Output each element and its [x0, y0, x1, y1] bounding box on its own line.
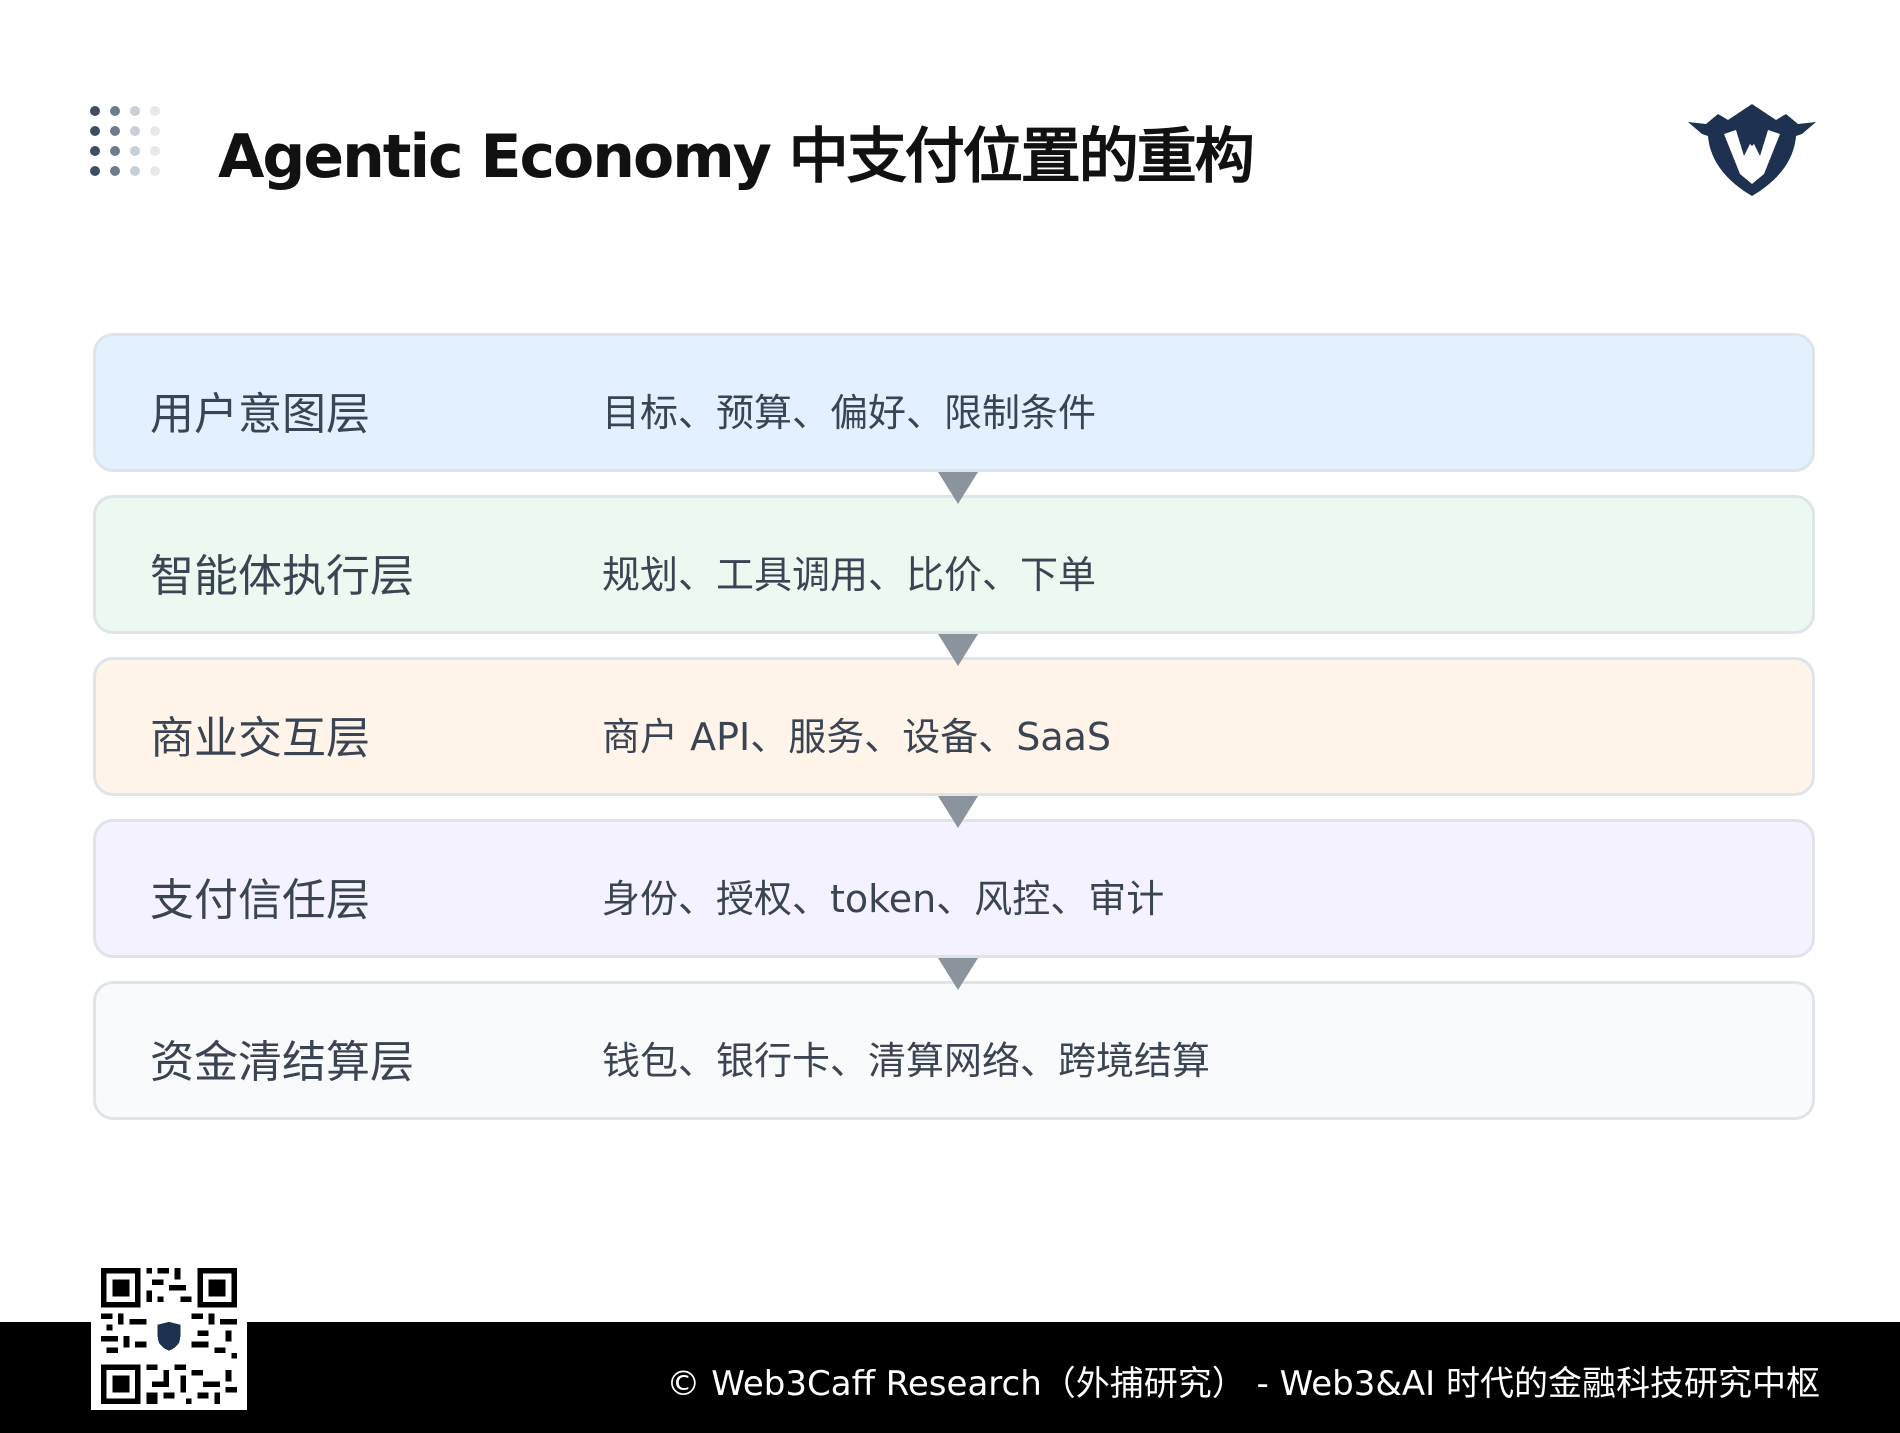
qr-code	[91, 1262, 247, 1410]
layer-payment-trust: 支付信任层 身份、授权、token、风控、审计	[93, 819, 1815, 990]
down-arrow-icon	[938, 796, 978, 828]
footer-copyright: © Web3Caff Research（外捕研究） - Web3&AI 时代的金…	[666, 1364, 1820, 1404]
layer-user-intent: 用户意图层 目标、预算、偏好、限制条件	[93, 333, 1815, 504]
down-arrow-icon	[938, 958, 978, 990]
layer-settlement: 资金清结算层 钱包、银行卡、清算网络、跨境结算	[93, 981, 1815, 1120]
layer-items: 身份、授权、token、风控、审计	[602, 877, 1165, 921]
layer-name: 商业交互层	[150, 713, 370, 764]
layer-commerce-interaction: 商业交互层 商户 API、服务、设备、SaaS	[93, 657, 1815, 828]
down-arrow-icon	[938, 472, 978, 504]
layer-items: 钱包、银行卡、清算网络、跨境结算	[602, 1039, 1211, 1083]
layer-items: 规划、工具调用、比价、下单	[602, 553, 1097, 597]
layer-agent-execution: 智能体执行层 规划、工具调用、比价、下单	[93, 495, 1815, 666]
layer-name: 智能体执行层	[150, 551, 414, 602]
page-title: Agentic Economy 中支付位置的重构	[218, 122, 1255, 192]
down-arrow-icon	[938, 634, 978, 666]
footer-bar	[0, 1322, 1900, 1433]
layer-name: 资金清结算层	[150, 1037, 414, 1088]
layer-items: 目标、预算、偏好、限制条件	[602, 391, 1097, 435]
layer-items: 商户 API、服务、设备、SaaS	[602, 715, 1112, 759]
eagle-shield-logo	[1688, 104, 1816, 196]
layer-stack: 用户意图层 目标、预算、偏好、限制条件 智能体执行层 规划、工具调用、比价、下单…	[93, 333, 1815, 1120]
layer-name: 用户意图层	[150, 389, 370, 440]
dot-grid-icon	[90, 106, 160, 176]
layer-name: 支付信任层	[150, 875, 370, 926]
